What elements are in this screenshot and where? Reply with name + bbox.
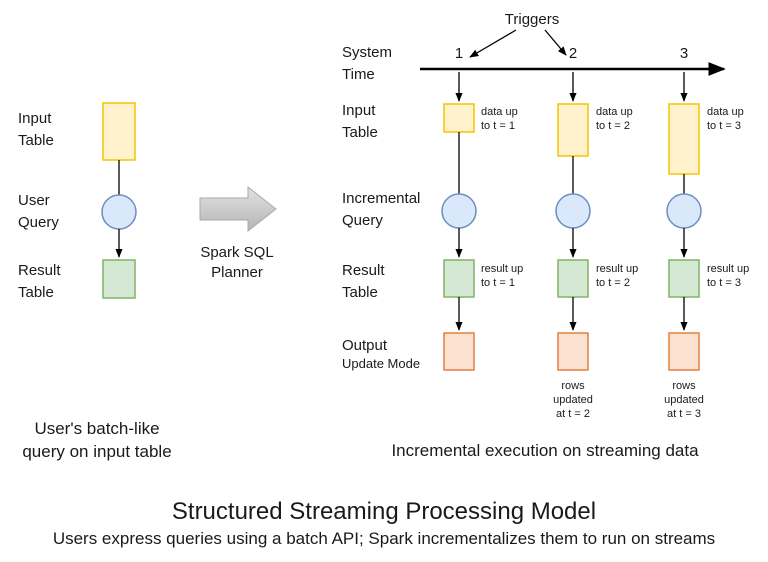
left-result-label-1: Result: [18, 262, 61, 279]
system-time-label-1: System: [342, 44, 392, 61]
right-output-mode: Update Mode: [342, 356, 420, 371]
data-note-t2-2: to t = 2: [596, 120, 630, 132]
update-note-t3-1: rows: [672, 380, 696, 392]
data-note-t3-2: to t = 3: [707, 120, 741, 132]
trigger-column-2: data up to t = 2 result up to t = 2 rows…: [553, 72, 638, 420]
right-caption: Incremental execution on streaming data: [391, 441, 699, 460]
right-result-label-2: Table: [342, 284, 378, 301]
input-table-t3: [668, 103, 700, 175]
left-input-table: [102, 102, 136, 161]
incremental-query-t1: [441, 193, 477, 229]
left-input-label-2: Table: [18, 132, 54, 149]
system-time-label-2: Time: [342, 66, 375, 83]
right-output-label: Output: [342, 337, 388, 354]
diagram-title: Structured Streaming Processing Model: [172, 498, 596, 525]
trigger-arrow-2: [544, 29, 567, 56]
batch-model: Input Table User Query Result Table User…: [18, 102, 172, 461]
tick-1-label: 1: [455, 45, 463, 62]
result-note-t3-2: to t = 3: [707, 277, 741, 289]
planner: Spark SQL Planner: [199, 185, 277, 281]
left-result-table: [102, 259, 136, 299]
left-query-label-2: Query: [18, 214, 59, 231]
left-input-label-1: Input: [18, 110, 52, 127]
result-table-t3: [668, 259, 700, 298]
incremental-model: Triggers System Time 1 2 3 Input Table I…: [342, 11, 749, 460]
input-table-t2: [557, 103, 589, 157]
result-note-t2-2: to t = 2: [596, 277, 630, 289]
result-note-t3-1: result up: [707, 263, 749, 275]
result-note-t1-1: result up: [481, 263, 523, 275]
planner-label-1: Spark SQL: [200, 244, 273, 261]
right-input-label-1: Input: [342, 102, 376, 119]
incremental-query-t2: [555, 193, 591, 229]
update-note-t3-3: at t = 3: [667, 408, 701, 420]
left-caption-2: query on input table: [22, 442, 171, 461]
result-note-t1-2: to t = 1: [481, 277, 515, 289]
triggers-label: Triggers: [505, 11, 559, 28]
tick-2-label: 2: [569, 45, 577, 62]
update-note-t3-2: updated: [664, 394, 704, 406]
left-query-label-1: User: [18, 192, 50, 209]
right-query-label-1: Incremental: [342, 190, 420, 207]
data-note-t1-2: to t = 1: [481, 120, 515, 132]
left-caption-1: User's batch-like: [34, 419, 159, 438]
output-t3: [668, 332, 700, 371]
data-note-t3-1: data up: [707, 106, 744, 118]
output-t2: [557, 332, 589, 371]
update-note-t2-2: updated: [553, 394, 593, 406]
trigger-arrow-1: [469, 29, 517, 58]
result-note-t2-1: result up: [596, 263, 638, 275]
right-query-label-2: Query: [342, 212, 383, 229]
update-note-t2-1: rows: [561, 380, 585, 392]
planner-arrow: [199, 185, 277, 233]
left-result-label-2: Table: [18, 284, 54, 301]
input-table-t1: [443, 103, 475, 133]
result-table-t2: [557, 259, 589, 298]
output-t1: [443, 332, 475, 371]
tick-3-label: 3: [680, 45, 688, 62]
left-user-query: [101, 194, 137, 230]
planner-label-2: Planner: [211, 264, 263, 281]
trigger-column-1: data up to t = 1 result up to t = 1: [441, 72, 523, 371]
update-note-t2-3: at t = 2: [556, 408, 590, 420]
diagram-subtitle: Users express queries using a batch API;…: [53, 529, 715, 548]
data-note-t1-1: data up: [481, 106, 518, 118]
right-result-label-1: Result: [342, 262, 385, 279]
incremental-query-t3: [666, 193, 702, 229]
result-table-t1: [443, 259, 475, 298]
data-note-t2-1: data up: [596, 106, 633, 118]
trigger-column-3: data up to t = 3 result up to t = 3 rows…: [664, 72, 749, 420]
right-input-label-2: Table: [342, 124, 378, 141]
